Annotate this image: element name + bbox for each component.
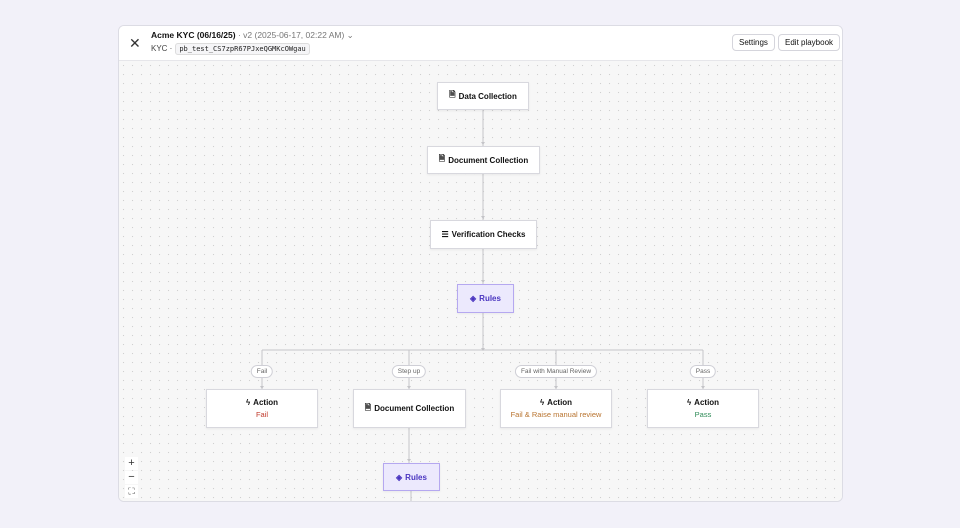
subtitle: KYC ·pb_test_CS7zpR67PJxeQGMKcOWgau — [151, 43, 310, 55]
edit-playbook-button[interactable]: Edit playbook — [778, 34, 841, 51]
node-label: Verification Checks — [451, 230, 526, 239]
node-label: Rules — [479, 294, 501, 303]
playbook-title[interactable]: Acme KYC (06/16/25) · v2 (2025-06-17, 02… — [151, 30, 354, 40]
node-label: Document Collection — [374, 404, 455, 413]
chevron-down-icon: ⌄ — [346, 30, 354, 40]
branch-label-manual-review: Fail with Manual Review — [514, 365, 598, 378]
layers-icon: ◈ — [396, 472, 403, 482]
document-icon: 🗎 — [364, 402, 372, 412]
node-rules[interactable]: ◈Rules — [457, 284, 514, 313]
outcome-text: Fail — [255, 410, 269, 419]
branch-label-pass: Pass — [689, 365, 717, 378]
fit-view-icon[interactable]: ⛶ — [125, 485, 138, 498]
document-icon: 🗎 — [438, 154, 446, 163]
outcome-text: Pass — [694, 410, 712, 419]
layers-icon: ◈ — [470, 294, 477, 303]
node-label: Action — [253, 398, 279, 407]
kind-label: KYC — [151, 44, 168, 53]
header: ✕ Acme KYC (06/16/25) · v2 (2025-06-17, … — [119, 26, 842, 61]
bolt-icon: ϟ — [686, 398, 692, 407]
settings-button[interactable]: Settings — [732, 34, 775, 51]
node-label: Action — [694, 398, 720, 407]
node-rules-2[interactable]: ◈Rules — [383, 463, 440, 491]
playbook-id: pb_test_CS7zpR67PJxeQGMKcOWgau — [175, 43, 310, 55]
zoom-in-button[interactable]: + — [125, 457, 138, 470]
node-verification-checks[interactable]: ☰Verification Checks — [430, 220, 537, 249]
version-text: v2 (2025-06-17, 02:22 AM) — [243, 30, 345, 40]
checklist-icon: ☰ — [441, 230, 449, 239]
branch-label-fail: Fail — [250, 365, 274, 378]
title-text: Acme KYC (06/16/25) — [151, 30, 236, 40]
node-label: Action — [547, 398, 573, 407]
close-icon[interactable]: ✕ — [129, 35, 141, 51]
zoom-out-button[interactable]: − — [125, 471, 138, 484]
node-document-collection-step-up[interactable]: 🗎Document Collection — [353, 389, 466, 428]
node-document-collection[interactable]: 🗎Document Collection — [427, 146, 540, 174]
bolt-icon: ϟ — [245, 398, 251, 407]
branch-label-step-up: Step up — [391, 365, 427, 378]
node-data-collection[interactable]: 🗎Data Collection — [437, 82, 529, 110]
outcome-text: Fail & Raise manual review — [510, 410, 602, 419]
connectors — [260, 110, 705, 501]
node-label: Data Collection — [458, 91, 517, 101]
node-label: Document Collection — [448, 155, 529, 165]
bolt-icon: ϟ — [539, 398, 545, 407]
playbook-panel: ✕ Acme KYC (06/16/25) · v2 (2025-06-17, … — [118, 25, 843, 502]
document-icon: 🗎 — [449, 90, 456, 99]
node-label: Rules — [405, 472, 427, 482]
flow-canvas[interactable]: 🗎Data Collection 🗎Document Collection ☰V… — [119, 61, 842, 501]
